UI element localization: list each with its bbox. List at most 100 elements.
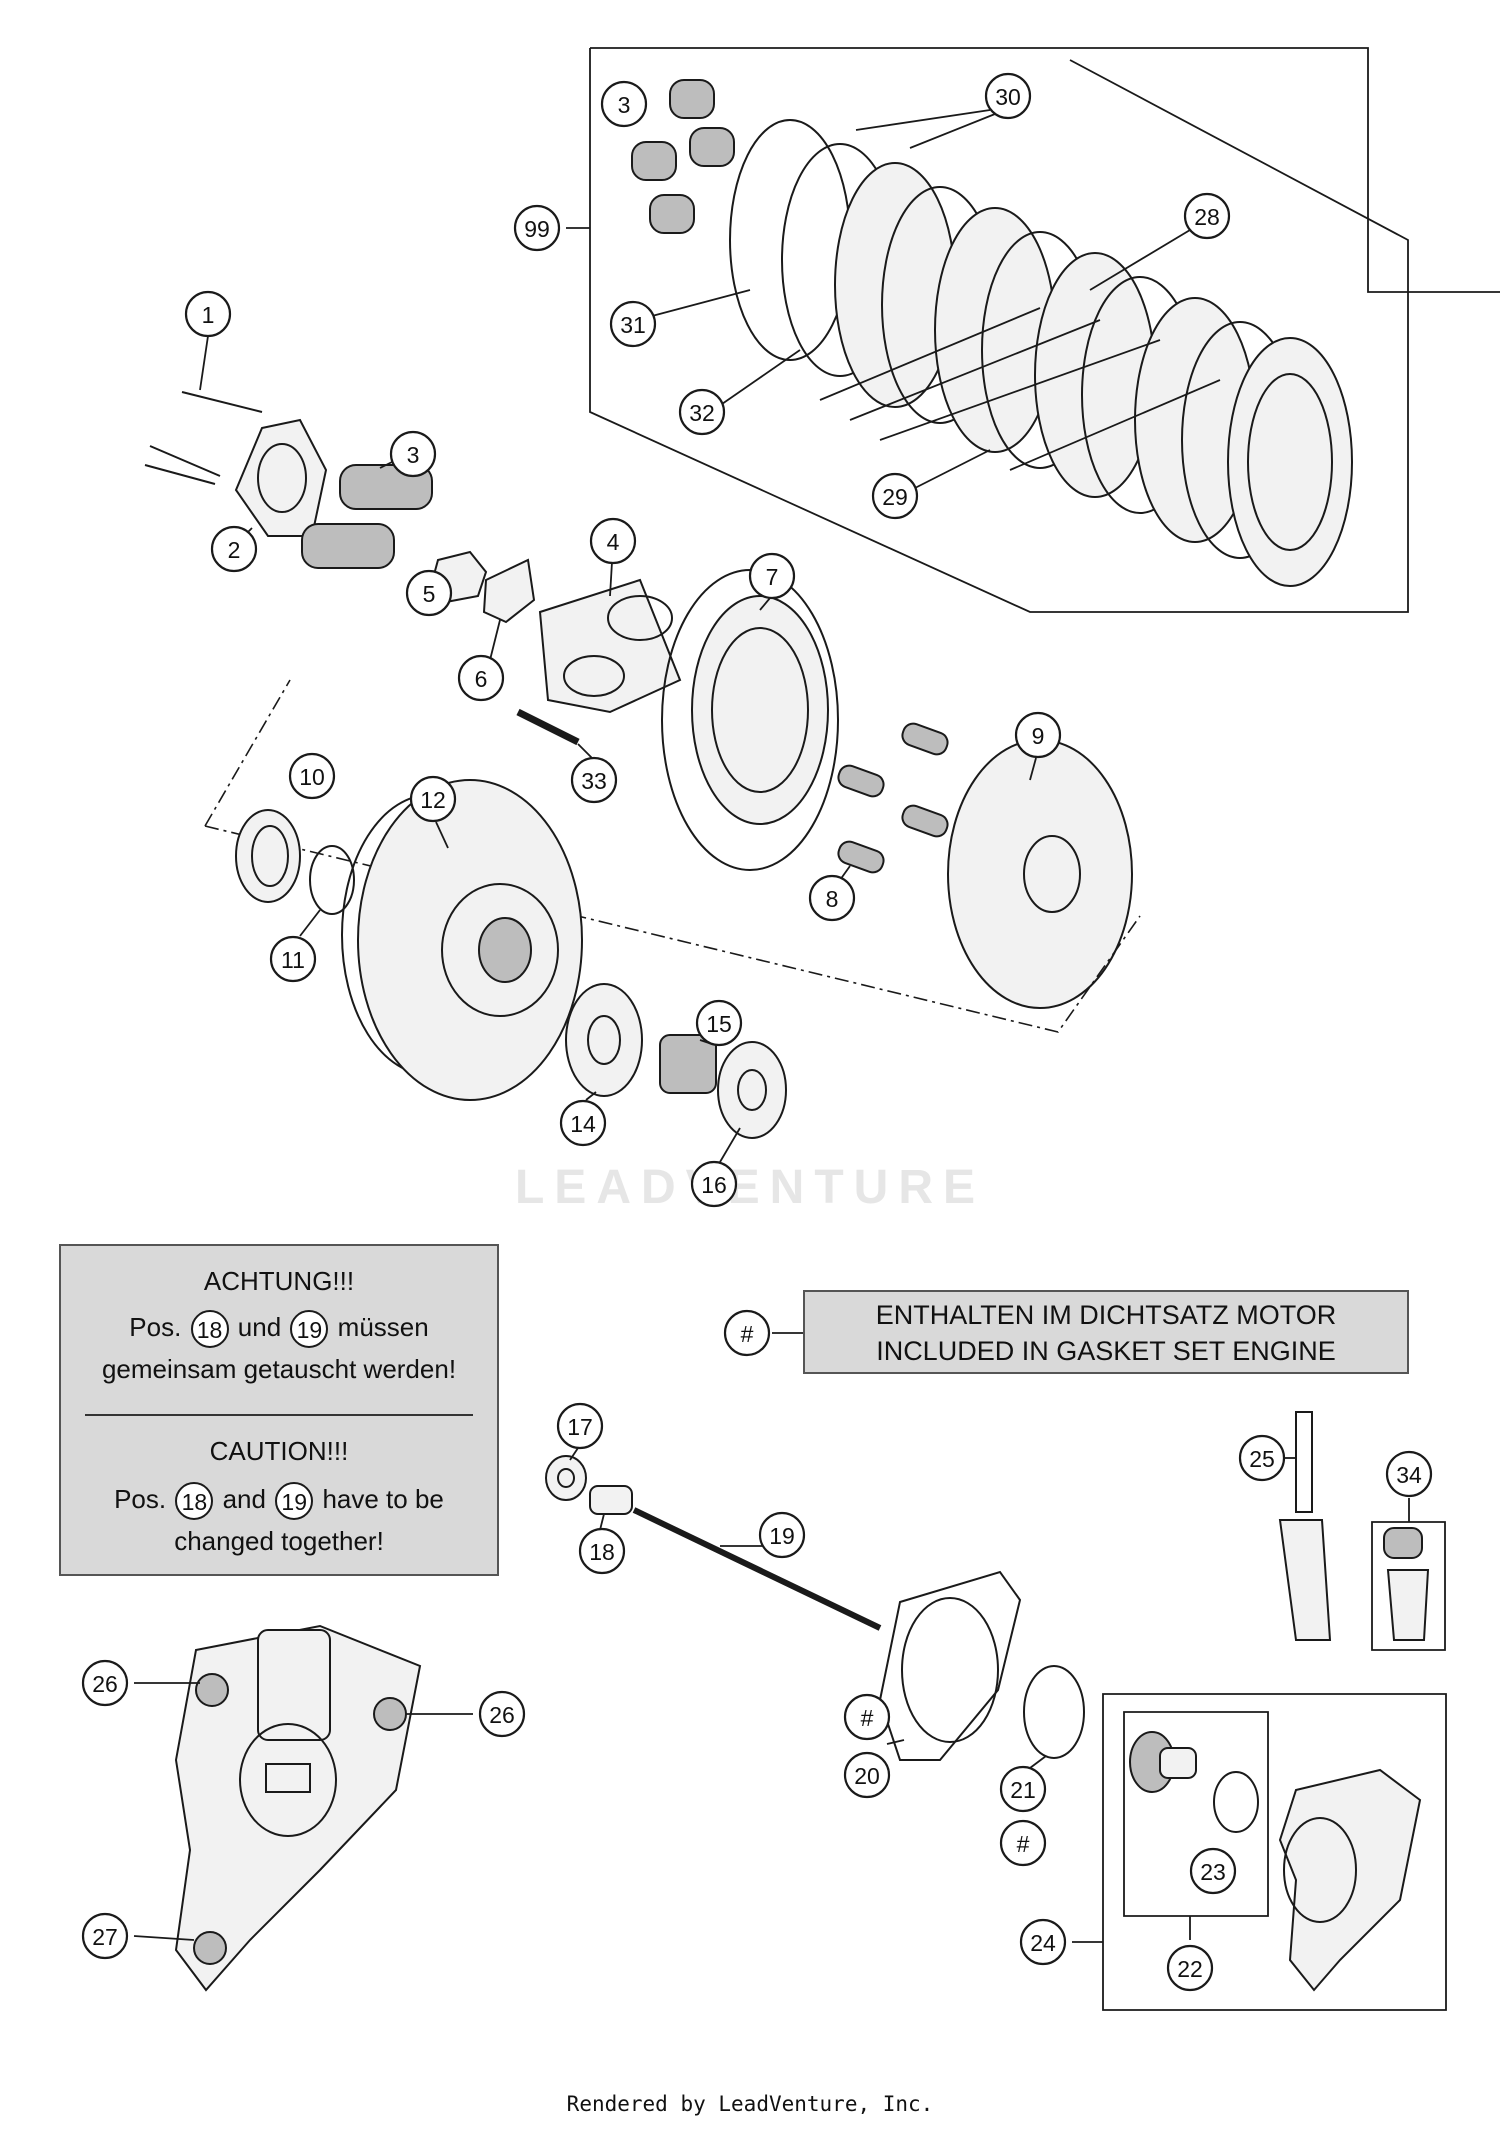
- callout-circle: [695, 999, 743, 1047]
- callout-circle: [578, 1527, 626, 1575]
- callout-label: 24: [1030, 1930, 1056, 1956]
- callout-27: 27: [81, 1912, 129, 1960]
- callout-circle: [478, 1690, 526, 1738]
- o-ring-21: [1023, 1665, 1085, 1759]
- pin: [516, 708, 580, 746]
- callout-circle: [1238, 1434, 1286, 1482]
- callout-label: 21: [1010, 1777, 1036, 1803]
- note-conj-en: and: [222, 1483, 266, 1514]
- gasket-20: [878, 1570, 1022, 1761]
- callout-label: 12: [420, 787, 446, 813]
- callout-label: #: [1017, 1831, 1030, 1857]
- callout-circle: [1189, 1847, 1237, 1895]
- callout-label: 99: [524, 216, 550, 242]
- callout-circle: [843, 1693, 891, 1741]
- callout-circle: [723, 1309, 771, 1357]
- callout-19: 19: [758, 1511, 806, 1559]
- callout-circle: [871, 472, 919, 520]
- callout-circle: [1183, 192, 1231, 240]
- callout-label: 27: [92, 1924, 118, 1950]
- callout-circle: [999, 1765, 1047, 1813]
- callout-circle: [1014, 711, 1062, 759]
- callout-label: 28: [1194, 204, 1220, 230]
- note-title-de: ACHTUNG!!!: [203, 1266, 355, 1296]
- callout-16: 16: [690, 1160, 738, 1208]
- callout-circle: [570, 756, 618, 804]
- clutch-cover-housing: [174, 1624, 422, 1992]
- callout-circle: [288, 752, 336, 800]
- callout-circle: [184, 290, 232, 338]
- callout-8: 8: [808, 874, 856, 922]
- callout-label: 15: [706, 1011, 732, 1037]
- callout-hash: #: [843, 1693, 891, 1741]
- callout-22: 22: [1166, 1944, 1214, 1992]
- gasket-legend-line2: INCLUDED IN GASKET SET ENGINE: [876, 1336, 1336, 1366]
- callout-99: 99: [513, 204, 561, 252]
- note-pos-a-de: 18: [190, 1310, 229, 1348]
- callout-20: 20: [843, 1751, 891, 1799]
- bearing-17: [545, 1455, 587, 1501]
- callout-4: 4: [589, 517, 637, 565]
- callout-label: 5: [423, 581, 436, 607]
- callout-circle: [81, 1659, 129, 1707]
- callout-3: 3: [600, 80, 648, 128]
- note-pos-a-en: 18: [175, 1482, 214, 1520]
- callout-12: 12: [409, 775, 457, 823]
- callout-circle: [808, 874, 856, 922]
- callout-25: 25: [1238, 1434, 1286, 1482]
- small-gear: [565, 983, 643, 1097]
- callout-26: 26: [81, 1659, 129, 1707]
- callout-label: 31: [620, 312, 646, 338]
- callout-24: 24: [1019, 1918, 1067, 1966]
- note-line1-end-en: have to be: [322, 1483, 444, 1514]
- callout-30: 30: [984, 72, 1032, 120]
- callout-label: 6: [475, 666, 488, 692]
- callout-15: 15: [695, 999, 743, 1047]
- callout-circle: [1385, 1450, 1433, 1498]
- callout-circle: [678, 388, 726, 436]
- clutch-kit-frame: [590, 47, 1500, 293]
- callout-label: 7: [766, 564, 779, 590]
- callout-14: 14: [559, 1099, 607, 1147]
- gasket-legend-line1: ENTHALTEN IM DICHTSATZ MOTOR: [875, 1300, 1337, 1330]
- callout-1: 1: [184, 290, 232, 338]
- callout-28: 28: [1183, 192, 1231, 240]
- note-conj-de: und: [237, 1311, 282, 1342]
- slave-piston-23: [1129, 1731, 1259, 1833]
- callout-34: 34: [1385, 1450, 1433, 1498]
- callout-circle: [609, 300, 657, 348]
- callout-18: 18: [578, 1527, 626, 1575]
- callout-7: 7: [748, 552, 796, 600]
- callout-circle: [210, 525, 258, 573]
- note-line2-en: changed together!: [174, 1526, 384, 1556]
- callout-label: 3: [407, 442, 420, 468]
- thrust-washer: [717, 1041, 787, 1139]
- callout-hash: #: [723, 1309, 771, 1357]
- primary-gear-basket: [341, 779, 583, 1101]
- callout-10: 10: [288, 752, 336, 800]
- callout-label: 3: [618, 92, 631, 118]
- callout-29: 29: [871, 472, 919, 520]
- callout-3: 3: [389, 430, 437, 478]
- callout-label: 18: [589, 1539, 615, 1565]
- callout-circle: [1019, 1918, 1067, 1966]
- callout-circle: [1166, 1944, 1214, 1992]
- spring-retainer-plate: [234, 418, 328, 537]
- callout-label: 30: [995, 84, 1021, 110]
- clutch-basket-ring: [661, 569, 839, 871]
- callout-circle: [589, 517, 637, 565]
- callout-33: 33: [570, 756, 618, 804]
- callout-label: 22: [1177, 1956, 1203, 1982]
- callout-circle: [690, 1160, 738, 1208]
- callout-label: 19: [769, 1523, 795, 1549]
- callout-9: 9: [1014, 711, 1062, 759]
- slave-cylinder-24: [1278, 1768, 1422, 1992]
- callout-23: 23: [1189, 1847, 1237, 1895]
- note-pos-b-de: 19: [290, 1310, 329, 1348]
- callout-circle: [405, 569, 453, 617]
- callout-circle: [758, 1511, 806, 1559]
- callout-21: 21: [999, 1765, 1047, 1813]
- lock-washer: [482, 558, 536, 624]
- gasket-set-legend: ENTHALTEN IM DICHTSATZ MOTOR INCLUDED IN…: [803, 1290, 1409, 1374]
